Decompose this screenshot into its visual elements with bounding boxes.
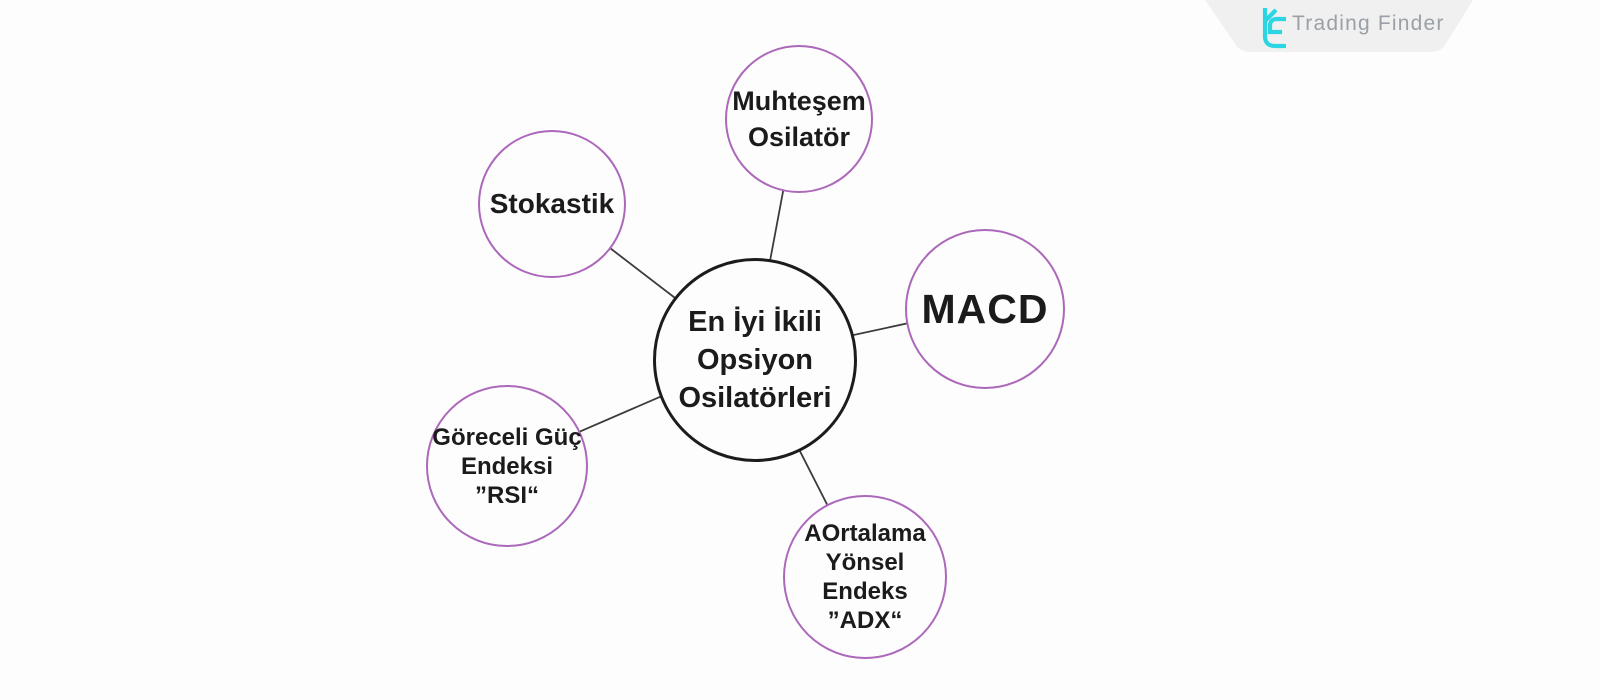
node-label-line: MACD	[921, 285, 1049, 332]
node-central-topic: En İyi İkili Opsiyon Osilatörleri	[653, 258, 857, 462]
node-rsi: Göreceli Güç Endeksi ”RSI“	[426, 385, 588, 547]
node-label-line: Stokastik	[489, 188, 615, 219]
trading-finder-logo-icon	[1262, 8, 1286, 49]
node-label-line: Endeksi	[460, 452, 554, 480]
node-label-line: Göreceli Güç	[432, 423, 582, 451]
node-label-line: ”RSI“	[474, 481, 539, 509]
node-label: MACD	[922, 286, 1049, 333]
node-label-line: ”ADX“	[827, 607, 903, 634]
node-label-line: AOrtalama	[804, 520, 926, 547]
node-macd: MACD	[905, 229, 1065, 389]
node-label-line: Endeks	[822, 578, 908, 605]
node-label-line: Osilatör	[747, 122, 851, 152]
central-topic-line: En İyi İkili	[688, 306, 822, 338]
central-topic-label: En İyi İkili Opsiyon Osilatörleri	[678, 303, 831, 417]
node-label: AOrtalama Yönsel Endeks ”ADX“	[804, 519, 925, 635]
node-stochastic: Stokastik	[478, 130, 626, 278]
node-label: Göreceli Güç Endeksi ”RSI“	[432, 423, 581, 510]
central-topic-line: Osilatörleri	[678, 382, 832, 414]
node-label: Muhteşem Osilatör	[732, 83, 866, 155]
central-topic-line: Opsiyon	[696, 344, 813, 376]
node-label-line: Muhteşem	[732, 86, 866, 116]
node-label-line: Yönsel	[825, 549, 905, 576]
trading-finder-banner: Trading Finder	[1195, 0, 1485, 56]
node-awesome-oscillator: Muhteşem Osilatör	[725, 45, 873, 193]
node-label: Stokastik	[490, 188, 615, 220]
brand-name: Trading Finder	[1292, 12, 1445, 35]
node-adx: AOrtalama Yönsel Endeks ”ADX“	[783, 495, 947, 659]
